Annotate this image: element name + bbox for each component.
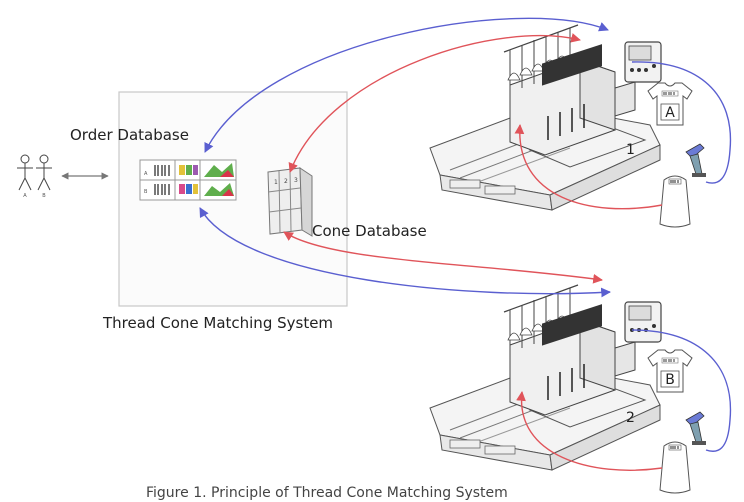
cone-slot-1: 1 — [274, 179, 278, 186]
tshirt-b-letter: B — [665, 372, 675, 388]
people-icon — [17, 154, 52, 191]
cone-slot-3: 3 — [294, 177, 298, 184]
cone-machine2-link — [283, 231, 603, 284]
embroidery-machine-2 — [429, 284, 662, 471]
person-a-letter: A — [23, 193, 27, 199]
order-database-label: Order Database — [70, 126, 189, 144]
tshirt-a-letter: A — [665, 105, 675, 121]
cone2-to-head-link — [516, 391, 663, 471]
figure-caption: Figure 1. Principle of Thread Cone Match… — [146, 485, 508, 501]
order-database-table — [139, 159, 237, 201]
embroidery-machine-1 — [429, 24, 662, 211]
machine-2-number: 2 — [626, 410, 635, 426]
person-b-letter: B — [42, 193, 46, 199]
cone1-to-head-link — [514, 124, 663, 210]
scanner-1-icon — [685, 143, 707, 178]
scanner-2-cable — [631, 329, 732, 452]
thread-cone-2-icon — [659, 441, 691, 494]
cone-machine1-link — [288, 33, 581, 173]
thread-cone-1-icon — [659, 175, 691, 228]
cone-database-label: Cone Database — [312, 222, 427, 240]
machine-1-number: 1 — [626, 142, 635, 158]
order-row-b-letter: B — [144, 189, 148, 195]
order-row-a-letter: A — [144, 171, 148, 177]
scanner-2-icon — [685, 411, 707, 446]
scanner-1-cable — [631, 61, 732, 184]
cone-slot-2: 2 — [284, 178, 288, 185]
system-label: Thread Cone Matching System — [103, 314, 334, 332]
